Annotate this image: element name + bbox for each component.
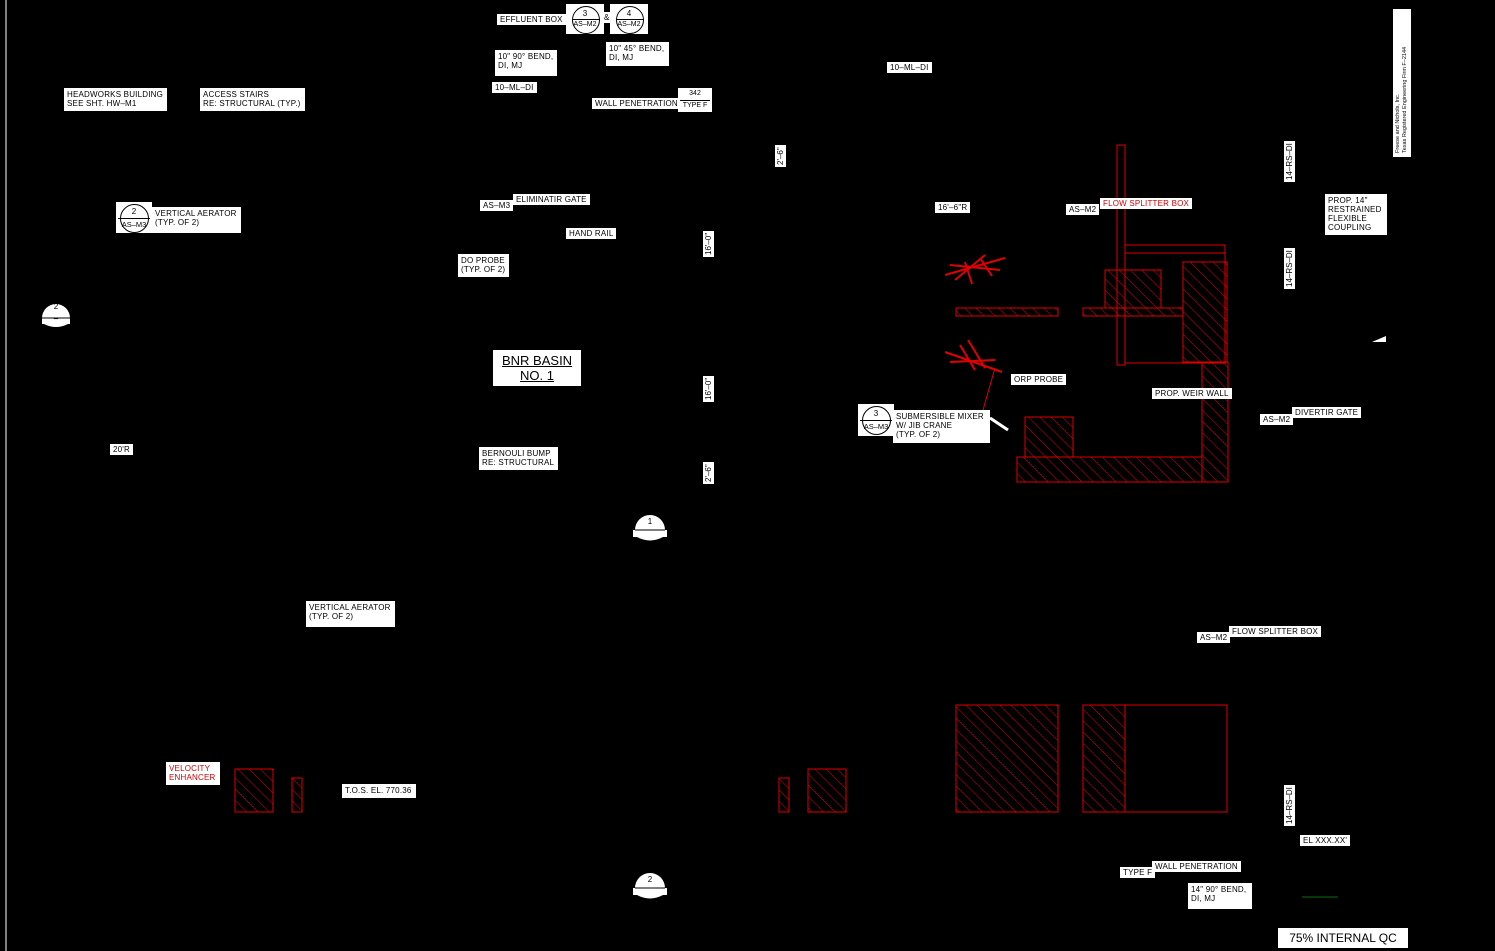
splitter-wall-vertical (1116, 144, 1126, 366)
pipe-14-rs-di-b: 14–RS–DI (1283, 247, 1296, 290)
red-block-4 (807, 768, 847, 813)
section-marker-left (42, 304, 70, 327)
callout-3b-number: 3 (873, 409, 879, 418)
callout-3b-ref: AS–M3 (863, 422, 889, 431)
dim-2-6-bot: 2'–6" (703, 462, 714, 484)
mixer-leader (982, 367, 996, 411)
vertical-aerator-bottom-label: VERTICAL AERATOR (TYP. OF 2) (306, 601, 395, 627)
callout-3-ref: AS–M2 (573, 21, 597, 28)
mixer-lower (944, 339, 1003, 373)
flow-splitter-bottom-ref: AS–M2 (1197, 632, 1231, 643)
detail-callout-3-as-m3: 3 AS–M3 (858, 404, 894, 436)
type-f-bottom-label: TYPE F (1120, 867, 1156, 878)
arrow-marker (1372, 336, 1386, 342)
tos-elevation-label: T.O.S. EL. 770.36 (342, 784, 416, 798)
weir-beam-right (1082, 307, 1184, 317)
red-block-2 (291, 777, 303, 813)
splitter-box-bottom-hatch (1082, 704, 1126, 813)
pipe-14-rs-di-c: 14–RS–DI (1283, 784, 1296, 827)
effluent-box-label: EFFLUENT BOX (497, 14, 566, 25)
pipe-14-rs-di-a: 14–RS–DI (1283, 140, 1296, 183)
flow-splitter-top-label: FLOW SPLITTER BOX (1100, 198, 1193, 209)
wall-penetration-bottom-label: WALL PENETRATION (1152, 861, 1241, 872)
radius-16-6-label: 16'–6"R (935, 202, 971, 213)
dim-2-6-top: 2'–6" (775, 145, 786, 167)
callout-2-ref: AS–M3 (121, 220, 147, 229)
ampersand: & (603, 12, 611, 23)
bend-14-90-label: 14" 90° BEND, DI, MJ (1188, 883, 1253, 909)
prop-14-coupling-label: PROP. 14" RESTRAINED FLEXIBLE COUPLING (1325, 194, 1387, 235)
section-marker-2-bottom (633, 873, 667, 899)
detail-callout-4: 4 AS–M2 (610, 4, 648, 34)
orp-probe-label: ORP PROBE (1011, 374, 1067, 385)
bernoulli-bump-label: BERNOULI BUMP RE: STRUCTURAL (479, 447, 559, 470)
pipe-10-ml-di-label-b: 10–ML–DI (887, 62, 932, 73)
basin-title-line-1: BNR BASIN (502, 353, 573, 368)
divertir-gate-label: DIVERTIR GATE (1292, 407, 1362, 418)
section-marker-left-number: 2 (53, 302, 59, 311)
detail-callout-2-as-m3: 2 AS–M3 (116, 202, 152, 233)
headworks-building-label: HEADWORKS BUILDING SEE SHT. HW–M1 (64, 88, 168, 111)
wall-penetration-top-label: WALL PENETRATION (592, 98, 681, 109)
callout-2-number: 2 (131, 207, 137, 216)
dim-16-0-a: 16'–0" (703, 230, 714, 257)
basin-title-line-2: NO. 1 (520, 368, 555, 383)
detail-callout-342: 342 TYPE F (678, 88, 712, 112)
mixer-tick (989, 416, 1009, 432)
splitter-wall-top (1124, 244, 1226, 254)
callout-4-ref: AS–M2 (617, 21, 641, 28)
callout-3-number: 3 (582, 9, 588, 18)
do-probe-label: DO PROBE (TYP. OF 2) (458, 254, 510, 277)
eliminatir-gate-ref: AS–M3 (480, 200, 514, 211)
splitter-box-bottom-left (955, 704, 1059, 813)
weir-pad (1024, 416, 1074, 458)
basin-title: BNR BASIN NO. 1 (493, 350, 582, 386)
flow-splitter-top-ref: AS–M2 (1066, 204, 1100, 215)
flow-splitter-bottom-label: FLOW SPLITTER BOX (1229, 626, 1322, 637)
prop-weir-wall-label: PROP. WEIR WALL (1152, 388, 1232, 399)
hand-rail-label: HAND RAIL (566, 228, 617, 239)
weir-wall-vertical (1201, 361, 1229, 483)
vertical-aerator-top-label: VERTICAL AERATOR (TYP. OF 2) (152, 207, 241, 233)
firm-stamp: Freese and Nichols, Inc. Texas Registere… (1393, 9, 1411, 157)
section-marker-left-ref: – (53, 314, 59, 323)
weir-beam-left (955, 307, 1059, 317)
eliminatir-gate-label: ELIMINATIR GATE (513, 194, 590, 205)
qc-stamp: 75% INTERNAL QC (1278, 928, 1408, 948)
bend-10-45-label: 10" 45° BEND, DI, MJ (606, 42, 670, 66)
divertir-gate-ref: AS–M2 (1260, 414, 1294, 425)
submersible-mixer-label: SUBMERSIBLE MIXER W/ JIB CRANE (TYP. OF … (893, 410, 990, 443)
pipe-10-ml-di-label-a: 10–ML–DI (491, 81, 538, 94)
section-marker-1-number: 1 (647, 517, 653, 526)
splitter-hatch-1 (1104, 269, 1162, 309)
mixer-upper (944, 254, 1006, 285)
red-block-1 (234, 768, 274, 813)
weir-wall-bottom (1016, 456, 1203, 483)
velocity-enhancer-label: VELOCITY ENHANCER (166, 762, 220, 785)
callout-342-type: TYPE F (682, 102, 708, 109)
section-marker-1 (633, 515, 667, 541)
detail-callout-3: 3 AS–M2 (566, 4, 604, 34)
radius-20-label: 20'R (110, 444, 134, 455)
callout-342-number: 342 (689, 90, 701, 97)
bend-10-90-label: 10" 90° BEND, DI, MJ (495, 50, 558, 76)
el-xxx-label: EL XXX.XX' (1300, 835, 1351, 846)
red-block-3 (778, 777, 790, 813)
access-stairs-label: ACCESS STAIRS RE: STRUCTURAL (TYP.) (200, 88, 305, 111)
dim-16-0-b: 16'–0" (703, 375, 714, 402)
section-marker-2-number: 2 (647, 875, 653, 884)
splitter-hatch-2 (1182, 261, 1228, 363)
callout-4-number: 4 (626, 9, 632, 18)
